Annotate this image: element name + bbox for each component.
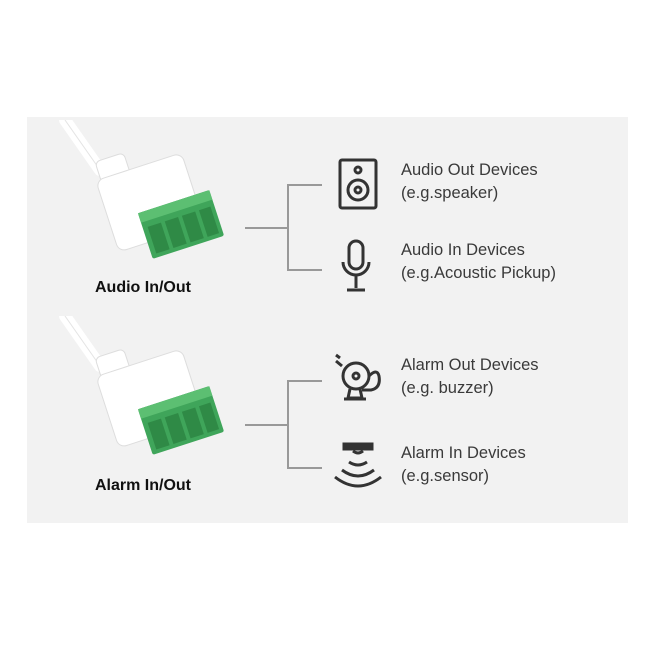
connector-line (287, 380, 322, 382)
alarm-connector-image (59, 316, 224, 455)
device-example: (e.g. buzzer) (401, 379, 494, 397)
device-audio-in: Audio In Devices (e.g.Acoustic Pickup) (401, 239, 556, 285)
device-name: Audio In Devices (401, 241, 525, 259)
connector-line (287, 184, 289, 271)
connector-line (245, 424, 287, 426)
speaker-icon (338, 158, 378, 210)
device-name: Audio Out Devices (401, 161, 538, 179)
device-example: (e.g.Acoustic Pickup) (401, 264, 556, 282)
audio-port-label: Audio In/Out (95, 279, 191, 296)
connector-line (287, 184, 322, 186)
alarm-bell-icon (335, 353, 381, 401)
microphone-icon (341, 239, 371, 292)
sensor-icon (334, 442, 382, 488)
audio-connector-image (59, 120, 224, 259)
device-name: Alarm Out Devices (401, 356, 539, 374)
connector-line (245, 227, 287, 229)
device-example: (e.g.speaker) (401, 184, 499, 202)
connector-line (287, 467, 322, 469)
device-example: (e.g.sensor) (401, 467, 490, 485)
device-name: Alarm In Devices (401, 444, 526, 462)
connector-line (287, 269, 322, 271)
device-audio-out: Audio Out Devices (e.g.speaker) (401, 159, 538, 205)
device-alarm-out: Alarm Out Devices (e.g. buzzer) (401, 354, 539, 400)
device-alarm-in: Alarm In Devices (e.g.sensor) (401, 442, 526, 488)
connector-line (287, 380, 289, 469)
alarm-port-label: Alarm In/Out (95, 477, 192, 494)
